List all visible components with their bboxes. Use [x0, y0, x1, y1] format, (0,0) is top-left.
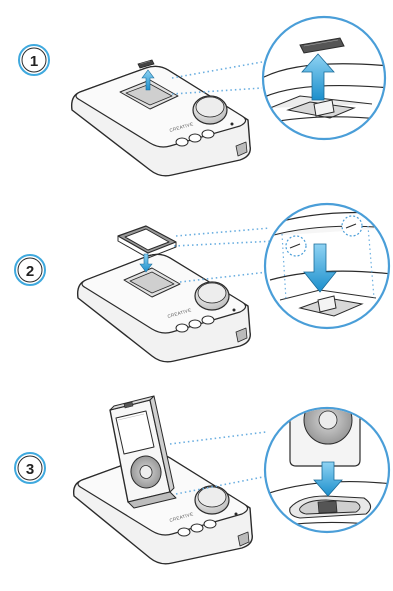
step-number-2: 2	[26, 263, 34, 280]
magnified-view-2	[265, 204, 392, 328]
step-number-1: 1	[30, 53, 38, 70]
step-number-3: 3	[26, 461, 34, 478]
magnified-view-1	[262, 17, 390, 139]
step-badge-2: 2	[15, 255, 45, 285]
magnified-view-3	[265, 396, 392, 532]
step-1: 1 CREATIVE	[19, 17, 390, 176]
dock-speaker-1	[72, 66, 251, 175]
step-3: 3 CREATIVE	[15, 396, 392, 564]
dock-adapter-2	[118, 226, 176, 258]
step-badge-1: 1	[19, 45, 49, 75]
step-2: 2 CREATIVE	[15, 204, 392, 362]
dock-speaker-2	[78, 254, 251, 361]
step-badge-3: 3	[15, 453, 45, 483]
dotted-circle-left-2	[286, 236, 306, 256]
dotted-circle-right-2	[342, 216, 362, 236]
